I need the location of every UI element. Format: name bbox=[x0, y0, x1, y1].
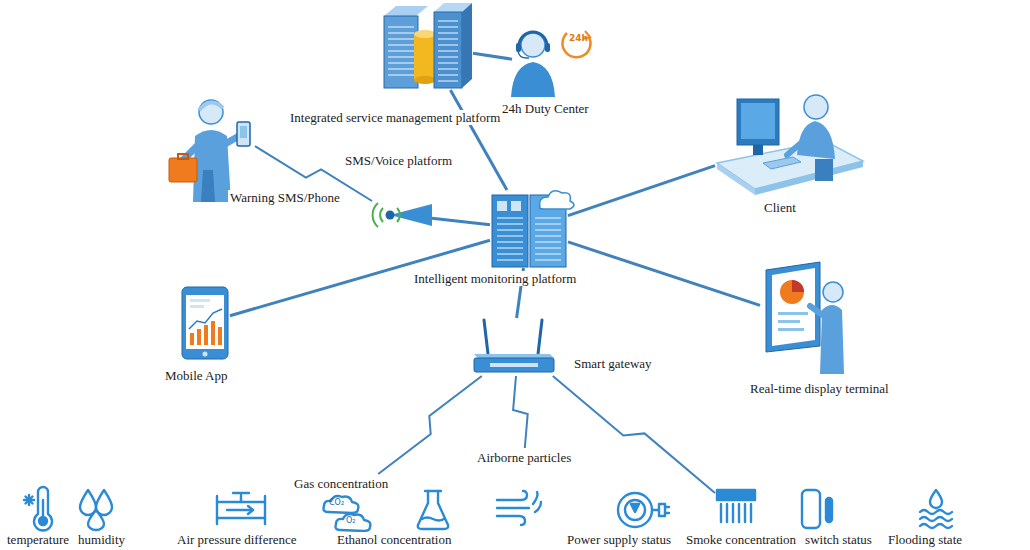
humidity-drops-icon bbox=[80, 490, 112, 530]
router-icon bbox=[474, 320, 554, 372]
monitoring-platform-node: Intelligent monitoring platform bbox=[490, 190, 568, 268]
power-status-icon bbox=[618, 493, 669, 527]
platform-node: Integrated service management platform bbox=[378, 2, 473, 90]
node-label: Airborne particles bbox=[475, 450, 573, 465]
connector-line bbox=[568, 166, 715, 216]
connector-line bbox=[568, 242, 760, 306]
node-label: Integrated service management platform bbox=[288, 110, 502, 125]
node-label: Smart gateway bbox=[572, 356, 654, 371]
sensor-node: humidity bbox=[78, 488, 114, 530]
server-cabinet-icon bbox=[492, 191, 574, 267]
switch-sensor-icon bbox=[802, 490, 832, 528]
gateway-node: Smart gateway bbox=[470, 318, 555, 376]
gas-formula: O₂ bbox=[346, 516, 356, 526]
node-label: Warning SMS/Phone bbox=[228, 190, 342, 205]
node-label: humidity bbox=[76, 532, 127, 547]
person-phone-icon bbox=[169, 100, 250, 202]
sms-platform-node: SMS/Voice platform bbox=[372, 195, 432, 235]
sensor-node: Airborne particles bbox=[470, 448, 590, 533]
sensor-node: Air pressure difference bbox=[215, 490, 267, 528]
node-label: Air pressure difference bbox=[175, 532, 299, 547]
node-label: temperature bbox=[5, 532, 71, 547]
display-screen-icon bbox=[766, 262, 844, 374]
clock-label: 24h bbox=[569, 33, 588, 43]
thermometer-icon bbox=[24, 487, 52, 530]
sensor-node: Smoke concentration bbox=[715, 488, 757, 528]
flask-icon bbox=[418, 491, 448, 529]
warning-node: Warning SMS/Phone bbox=[175, 95, 255, 160]
sensor-node: switch status bbox=[800, 488, 834, 530]
node-label: Power supply status bbox=[565, 532, 673, 547]
connector-line bbox=[432, 218, 490, 224]
phone-icon bbox=[182, 287, 228, 359]
node-label: Ethanol concentration bbox=[335, 532, 453, 547]
node-label: Mobile App bbox=[163, 368, 229, 383]
node-label: Flooding state bbox=[886, 532, 964, 547]
water-flood-icon bbox=[920, 490, 952, 528]
workstation-icon bbox=[717, 95, 863, 195]
node-label: Client bbox=[762, 200, 798, 215]
gas-formula: CO₂ bbox=[329, 498, 344, 508]
node-label: Real-time display terminal bbox=[748, 381, 891, 396]
sensor-node: Ethanol concentration bbox=[415, 489, 451, 531]
mobile-app-node: Mobile App bbox=[180, 285, 230, 361]
node-label: Smoke concentration bbox=[684, 532, 798, 547]
client-node: Client bbox=[715, 85, 865, 195]
node-label: 24h Duty Center bbox=[500, 101, 591, 116]
sensor-node: temperature bbox=[22, 486, 58, 530]
node-label: Intelligent monitoring platform bbox=[412, 271, 578, 286]
server-icon bbox=[384, 3, 472, 88]
wireless-link bbox=[378, 376, 482, 474]
duty-center-node: 24h Duty Center bbox=[512, 28, 562, 98]
connector-line bbox=[473, 53, 512, 59]
sensor-node: Power supply status bbox=[615, 488, 669, 530]
node-label: Gas concentration bbox=[292, 476, 390, 491]
connector-line bbox=[450, 90, 507, 190]
sensor-node: Flooding state bbox=[918, 488, 954, 530]
node-label: SMS/Voice platform bbox=[343, 153, 454, 168]
node-label: switch status bbox=[803, 532, 874, 547]
wireless-link bbox=[553, 376, 715, 493]
operator-icon bbox=[511, 31, 590, 97]
smoke-detector-icon bbox=[717, 490, 755, 522]
pressure-pipe-icon bbox=[217, 493, 265, 524]
display-terminal-node: Real-time display terminal bbox=[760, 262, 845, 377]
wind-icon bbox=[497, 491, 541, 525]
antenna-icon bbox=[373, 203, 432, 227]
gas-cloud-icon bbox=[324, 496, 371, 531]
wireless-link bbox=[513, 376, 528, 448]
